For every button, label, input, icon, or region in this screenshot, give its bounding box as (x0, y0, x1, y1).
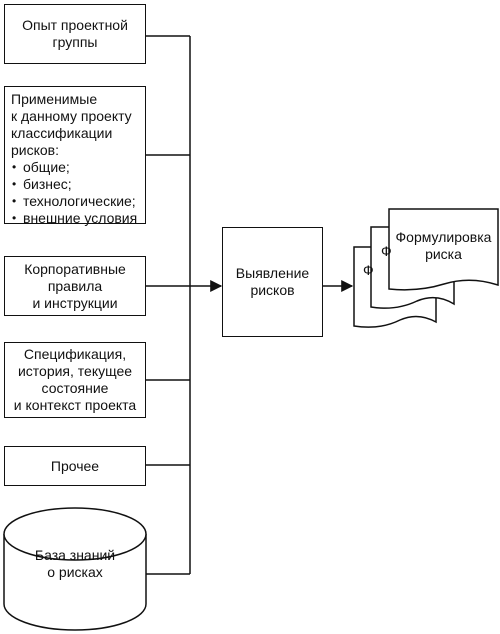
classification-item-general: общие; (11, 159, 145, 176)
team-experience-line-2: группы (52, 34, 98, 50)
process-line-2: рисков (250, 282, 295, 298)
specs-line-1: Спецификация, (23, 346, 127, 362)
policies-line-3: и инструкции (32, 294, 118, 311)
process-box: Выявление рисков (222, 227, 323, 337)
classification-item-external: внешние условия (11, 210, 145, 227)
specs-line-2: история, текущее (17, 363, 133, 379)
classifications-heading-line-4: рисков: (11, 142, 60, 158)
classification-item-technology: технологические; (11, 193, 145, 210)
specs-line-3: состояние (41, 380, 109, 396)
knowledge-base-line-2: о рисках (47, 564, 103, 580)
input-policies-box: Корпоративные правила и инструкции (4, 256, 146, 316)
other-label: Прочее (50, 457, 100, 474)
classifications-list: общие; бизнес; технологические; внешние … (11, 159, 145, 227)
process-line-1: Выявление (235, 265, 310, 281)
policies-line-1: Корпоративные (24, 260, 126, 277)
policies-line-2: правила (47, 277, 103, 294)
classifications-heading-line-1: Применимые (11, 91, 98, 107)
middle-document-fragment: Ф (381, 243, 392, 259)
input-classifications-box: Применимые к данному проекту классификац… (4, 86, 146, 227)
classifications-heading-line-3: классификации (11, 125, 113, 141)
document-front (388, 208, 499, 291)
output-document-title: Формулировка риска (389, 226, 498, 266)
database-cylinder-shape (3, 507, 147, 631)
knowledge-base-line-1: База знаний (34, 547, 116, 563)
classification-item-business: бизнес; (11, 176, 145, 193)
input-team-experience-box: Опыт проектной группы (4, 4, 146, 64)
output-title-line-2: риска (425, 246, 462, 262)
team-experience-line-1: Опыт проектной (22, 17, 128, 33)
input-other-box: Прочее (4, 446, 146, 486)
knowledge-base-label: База знаний о рисках (4, 540, 146, 588)
output-title-line-1: Формулировка (395, 229, 492, 245)
specs-line-4: и контекст проекта (13, 397, 137, 413)
input-specs-box: Спецификация, история, текущее состояние… (4, 342, 146, 418)
classifications-heading-line-2: к данному проекту (11, 108, 132, 124)
document-stack (353, 208, 499, 328)
back-document-fragment: Ф (363, 262, 374, 278)
